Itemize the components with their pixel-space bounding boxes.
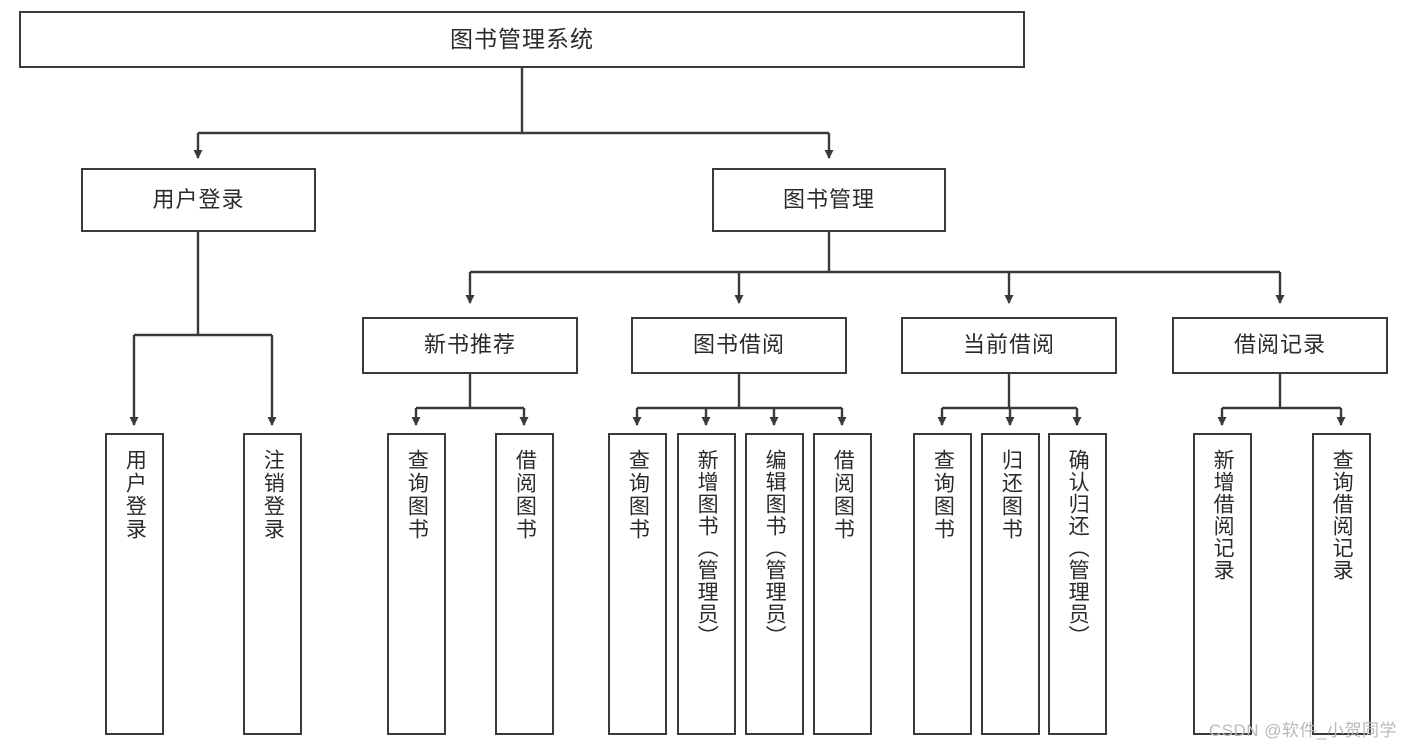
leaf-query-book-borrow[interactable]: 查询图书 <box>608 433 667 735</box>
leaf-confirm-return-admin[interactable]: 确认归还（管理员） <box>1048 433 1107 735</box>
leaf-borrow-book[interactable]: 借阅图书 <box>813 433 872 735</box>
node-current-borrow[interactable]: 当前借阅 <box>901 317 1117 374</box>
leaf-label: 编辑图书（管理员） <box>763 449 787 647</box>
node-new-book-recommend[interactable]: 新书推荐 <box>362 317 578 374</box>
leaf-return-book[interactable]: 归还图书 <box>981 433 1040 735</box>
node-book-borrow[interactable]: 图书借阅 <box>631 317 847 374</box>
node-root-system[interactable]: 图书管理系统 <box>19 11 1025 68</box>
leaf-label: 归还图书 <box>999 449 1023 541</box>
leaf-label: 注销登录 <box>261 449 285 541</box>
leaf-logout[interactable]: 注销登录 <box>243 433 302 735</box>
leaf-query-book-current[interactable]: 查询图书 <box>913 433 972 735</box>
node-borrow-records[interactable]: 借阅记录 <box>1172 317 1388 374</box>
leaf-label: 查询图书 <box>405 449 429 541</box>
leaf-label: 查询图书 <box>931 449 955 541</box>
leaf-edit-book-admin[interactable]: 编辑图书（管理员） <box>745 433 804 735</box>
leaf-add-borrow-record[interactable]: 新增借阅记录 <box>1193 433 1252 735</box>
node-book-management[interactable]: 图书管理 <box>712 168 946 232</box>
leaf-query-borrow-record[interactable]: 查询借阅记录 <box>1312 433 1371 735</box>
leaf-label: 新增图书（管理员） <box>695 449 719 647</box>
leaf-label: 借阅图书 <box>513 449 537 541</box>
leaf-query-book-recommend[interactable]: 查询图书 <box>387 433 446 735</box>
leaf-label: 查询借阅记录 <box>1330 449 1354 581</box>
node-user-login[interactable]: 用户登录 <box>81 168 316 232</box>
leaf-borrow-book-recommend[interactable]: 借阅图书 <box>495 433 554 735</box>
leaf-label: 查询图书 <box>626 449 650 541</box>
leaf-label: 新增借阅记录 <box>1211 449 1235 581</box>
leaf-add-book-admin[interactable]: 新增图书（管理员） <box>677 433 736 735</box>
leaf-label: 用户登录 <box>123 449 147 541</box>
leaf-user-login[interactable]: 用户登录 <box>105 433 164 735</box>
leaf-label: 借阅图书 <box>831 449 855 541</box>
leaf-label: 确认归还（管理员） <box>1066 449 1090 647</box>
watermark: CSDN @软件_小贺同学 <box>1208 721 1397 740</box>
